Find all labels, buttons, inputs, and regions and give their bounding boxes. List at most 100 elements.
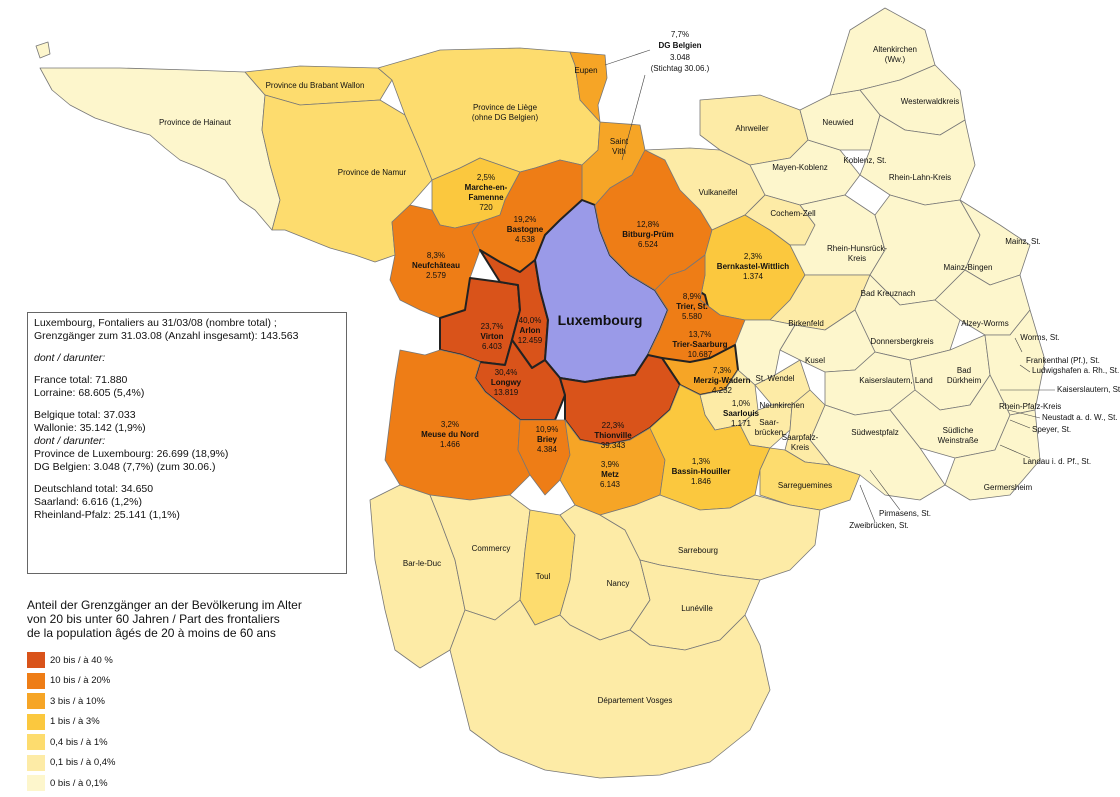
legend-swatch bbox=[27, 652, 45, 669]
info-dg-belgien: DG Belgien: 3.048 (7,7%) (zum 30.06.) bbox=[34, 461, 216, 473]
legend-swatch bbox=[27, 672, 45, 689]
region-count: 4.538 bbox=[515, 235, 536, 244]
region-name: Metz bbox=[601, 470, 619, 479]
label-luxembourg: Luxembourg bbox=[558, 312, 643, 328]
label-alzey: Alzey-Worms bbox=[961, 319, 1008, 328]
region-count: 12.459 bbox=[518, 336, 543, 345]
label-line: Province de Liège bbox=[473, 103, 538, 112]
region-vosges bbox=[449, 599, 771, 779]
islet-shape bbox=[35, 41, 51, 59]
region-count: 1.466 bbox=[440, 440, 461, 449]
region-name: Meuse du Nord bbox=[421, 430, 479, 439]
legend-label: 20 bis / à 40 % bbox=[50, 654, 113, 666]
legend-label: 0,4 bis / à 1% bbox=[50, 736, 108, 748]
legend-swatch bbox=[27, 775, 45, 792]
info-de-total: Deutschland total: 34.650 bbox=[34, 483, 154, 495]
info-wallonie: Wallonie: 35.142 (1,9%) bbox=[34, 422, 146, 434]
legend-item: 3 bis / à 10% bbox=[27, 691, 367, 712]
region-name: Trier-Saarburg bbox=[672, 340, 727, 349]
label-landau: Landau i. d. Pf., St. bbox=[1023, 457, 1091, 466]
region-name: Trier, St. bbox=[676, 302, 708, 311]
label-neuwied: Neuwied bbox=[822, 118, 853, 127]
label-altenkirchen: Altenkirchen(Ww.) bbox=[873, 45, 917, 64]
label-ludwigshafen: Ludwigshafen a. Rh., St. bbox=[1032, 366, 1119, 375]
label-luneville: Lunéville bbox=[681, 604, 713, 613]
label-kl-st: Kaiserslautern, St. bbox=[1057, 385, 1120, 394]
label-line: (ohne DG Belgien) bbox=[472, 113, 539, 122]
info-line2: Grenzgänger zum 31.03.08 (Anzahl insgesa… bbox=[34, 330, 299, 342]
legend-title: Anteil der Grenzgänger an der Bevölkerun… bbox=[27, 598, 302, 640]
info-belgique-total: Belgique total: 37.033 bbox=[34, 409, 136, 421]
region-weinstrasse bbox=[889, 374, 1011, 459]
label-kreuznach: Bad Kreuznach bbox=[861, 289, 916, 298]
region-count: 4.384 bbox=[537, 445, 558, 454]
region-count: 6.524 bbox=[638, 240, 659, 249]
label-line: Bad bbox=[957, 366, 971, 375]
region-name: Bastogne bbox=[507, 225, 544, 234]
region-name: Bassin-Houiller bbox=[672, 467, 731, 476]
label-line: Vith bbox=[612, 147, 626, 156]
label-suedwestpfalz: Südwestpfalz bbox=[851, 428, 899, 437]
region-germersheim bbox=[944, 409, 1041, 501]
dg-name: DG Belgien bbox=[658, 41, 701, 50]
label-barleduc: Bar-le-Duc bbox=[403, 559, 441, 568]
label-line: Dürkheim bbox=[947, 376, 982, 385]
label-kusel: Kusel bbox=[805, 356, 825, 365]
region-neufchateau bbox=[389, 204, 481, 319]
label-line: (Ww.) bbox=[885, 55, 906, 64]
legend-label: 1 bis / à 3% bbox=[50, 716, 100, 728]
region-count: 10.687 bbox=[688, 350, 713, 359]
region-pct: 23,7% bbox=[481, 322, 504, 331]
region-pct: 19,2% bbox=[514, 215, 537, 224]
label-line: Saar- bbox=[759, 418, 779, 427]
label-sarreguemines: Sarreguemines bbox=[778, 481, 832, 490]
region-pct: 3,9% bbox=[601, 460, 619, 469]
label-saarpfalz: Saarpfalz-Kreis bbox=[782, 433, 819, 452]
region-name: Bernkastel-Wittlich bbox=[717, 262, 790, 271]
region-pct: 13,7% bbox=[689, 330, 712, 339]
info-dont2: dont / darunter: bbox=[34, 435, 106, 447]
label-mainz: Mainz, St. bbox=[1005, 237, 1041, 246]
region-name: Briey bbox=[537, 435, 558, 444]
label-eupen: Eupen bbox=[574, 66, 597, 75]
region-name: Marche-en- bbox=[465, 183, 508, 192]
info-box: Luxembourg, Fontaliers au 31/03/08 (nomb… bbox=[27, 312, 347, 574]
label-commercy: Commercy bbox=[472, 544, 511, 553]
info-france-total: France total: 71.880 bbox=[34, 374, 128, 386]
label-mayen: Mayen-Koblenz bbox=[772, 163, 828, 172]
label-hunsrueck: Rhein-Hunsrück-Kreis bbox=[827, 244, 887, 263]
legend-label: 3 bis / à 10% bbox=[50, 695, 105, 707]
region-pct: 8,3% bbox=[427, 251, 445, 260]
region-count: 6.403 bbox=[482, 342, 503, 351]
region-pct: 7,3% bbox=[713, 366, 731, 375]
label-nancy: Nancy bbox=[607, 579, 630, 588]
label-vosges: Département Vosges bbox=[598, 696, 673, 705]
region-count: 720 bbox=[479, 203, 493, 212]
label-westerwald: Westerwaldkreis bbox=[901, 97, 960, 106]
label-birkenfeld: Birkenfeld bbox=[788, 319, 824, 328]
region-eupen bbox=[569, 51, 608, 123]
label-namur: Province de Namur bbox=[338, 168, 407, 177]
label-line: Altenkirchen bbox=[873, 45, 917, 54]
legend-item: 1 bis / à 3% bbox=[27, 712, 367, 733]
legend-label: 0 bis / à 0,1% bbox=[50, 777, 108, 789]
region-name: Virton bbox=[481, 332, 504, 341]
legend-item: 10 bis / à 20% bbox=[27, 671, 367, 692]
region-name: Arlon bbox=[520, 326, 541, 335]
label-cochem: Cochem-Zell bbox=[770, 209, 816, 218]
label-germersheim: Germersheim bbox=[984, 483, 1033, 492]
label-mainzbingen: Mainz-Bingen bbox=[944, 263, 993, 272]
legend-item: 0,1 bis / à 0,4% bbox=[27, 753, 367, 774]
legend-label: 10 bis / à 20% bbox=[50, 675, 111, 687]
label-zweibruecken: Zweibrücken, St. bbox=[849, 521, 909, 530]
label-line: Kreis bbox=[848, 254, 866, 263]
legend-item: 0,4 bis / à 1% bbox=[27, 732, 367, 753]
